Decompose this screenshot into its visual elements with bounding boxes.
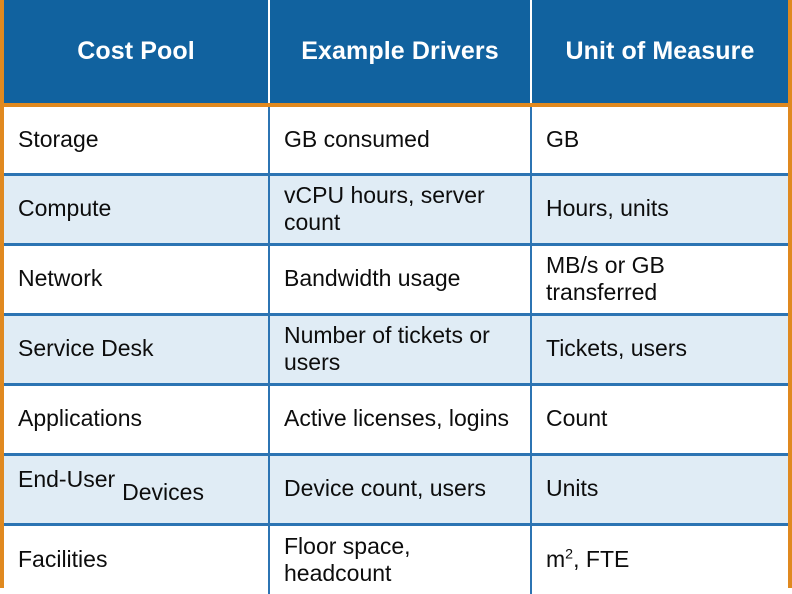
cell-example-drivers: Active licenses, logins: [268, 384, 531, 456]
unit-suffix: , FTE: [573, 546, 630, 573]
cell-cost-pool: Network: [4, 244, 269, 316]
column-header-unit-of-measure: Unit of Measure: [530, 0, 788, 107]
cell-unit-of-measure: GB: [530, 105, 788, 176]
cell-cost-pool: Storage: [4, 105, 269, 176]
table-row: Compute vCPU hours, server count Hours, …: [4, 174, 788, 246]
table-row: Network Bandwidth usage MB/s or GB trans…: [4, 244, 788, 316]
cell-example-drivers: Floor space, headcount: [268, 524, 531, 594]
cell-unit-of-measure: Count: [530, 384, 788, 456]
cost-pool-label-part-b: Devices: [122, 479, 204, 506]
cell-cost-pool: Applications: [4, 384, 269, 456]
cost-pool-label-part-a: End-User: [18, 466, 116, 493]
table-header: Cost Pool Example Drivers Unit of Measur…: [4, 0, 788, 107]
table-header-row: Cost Pool Example Drivers Unit of Measur…: [4, 0, 788, 107]
cell-example-drivers: Number of tickets or users: [268, 314, 531, 386]
cell-example-drivers: Bandwidth usage: [268, 244, 531, 316]
table-row: Applications Active licenses, logins Cou…: [4, 384, 788, 456]
cell-cost-pool: Compute: [4, 174, 269, 246]
cell-example-drivers: vCPU hours, server count: [268, 174, 531, 246]
cell-unit-of-measure: Units: [530, 454, 788, 526]
table-row: Facilities Floor space, headcount m2, FT…: [4, 524, 788, 594]
table-row: Storage GB consumed GB: [4, 105, 788, 176]
column-header-cost-pool: Cost Pool: [4, 0, 269, 107]
cell-unit-of-measure: Tickets, users: [530, 314, 788, 386]
cell-unit-of-measure: m2, FTE: [530, 524, 788, 594]
cell-cost-pool: Facilities: [4, 524, 269, 594]
column-header-example-drivers: Example Drivers: [268, 0, 531, 107]
cell-example-drivers: GB consumed: [268, 105, 531, 176]
unit-superscript: 2: [565, 546, 574, 563]
table-row: Service Desk Number of tickets or users …: [4, 314, 788, 386]
table-body: Storage GB consumed GB Compute vCPU hour…: [4, 105, 788, 594]
cell-unit-of-measure: Hours, units: [530, 174, 788, 246]
cell-example-drivers: Device count, users: [268, 454, 531, 526]
cell-cost-pool: Service Desk: [4, 314, 269, 386]
cell-unit-of-measure: MB/s or GB transferred: [530, 244, 788, 316]
unit-prefix: m: [546, 546, 566, 573]
cost-pool-table: Cost Pool Example Drivers Unit of Measur…: [4, 0, 788, 594]
